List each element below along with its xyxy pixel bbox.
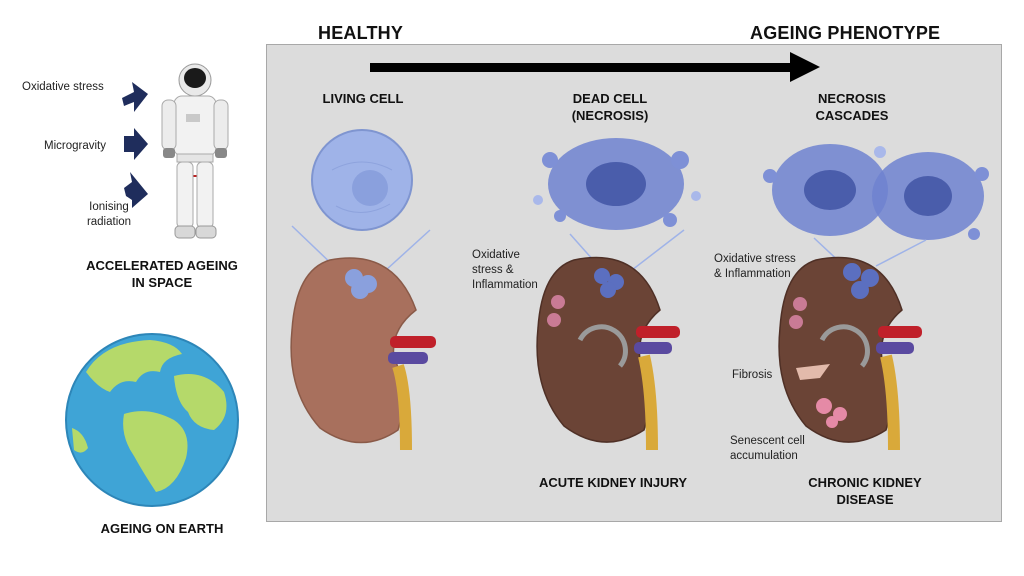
stressor-microgravity-label: Microgravity [44, 140, 106, 152]
axis-end-label: AGEING PHENOTYPE [750, 23, 941, 43]
necrotic-cell-icon [533, 138, 701, 230]
stage-1-illustration [290, 129, 436, 451]
stage-3-note-fibrosis: Fibrosis [732, 369, 773, 381]
earth-globe-icon [65, 333, 239, 507]
astronaut-icon [161, 63, 229, 239]
cell-icon [311, 129, 413, 231]
kidney-icon [290, 257, 436, 451]
stressor-oxidative-label: Oxidative stress [22, 81, 104, 93]
diseased-kidney-icon [778, 256, 922, 451]
stage-3-caption: CHRONIC KIDNEY DISEASE [808, 475, 922, 507]
stage-2-illustration [533, 138, 701, 451]
stage-3-note-senescent: Senescent cell accumulation [730, 435, 805, 462]
necrosis-cascade-icon [763, 144, 989, 240]
stressor-arrow-microgravity [124, 128, 148, 160]
stage-3-note-oxidative: Oxidative stress & Inflammation [714, 253, 796, 280]
stressor-arrow-oxidative [122, 82, 148, 112]
damaged-kidney-icon [536, 256, 680, 451]
stage-3-illustration [763, 144, 989, 451]
progression-arrow [370, 52, 820, 82]
stage-2-caption: ACUTE KIDNEY INJURY [538, 475, 688, 490]
stressor-arrows [122, 82, 148, 208]
stage-2-title: DEAD CELL (NECROSIS) [571, 91, 649, 123]
stressor-radiation-label: Ionising radiation [86, 201, 132, 228]
stage-3-title: NECROSIS CASCADES [815, 91, 889, 123]
axis-start-label: HEALTHY [318, 23, 404, 43]
stage-1-title: LIVING CELL [322, 91, 404, 106]
earth-ageing-caption: AGEING ON EARTH [100, 521, 224, 536]
stressor-arrow-radiation [124, 172, 148, 208]
space-ageing-caption: ACCELERATED AGEING IN SPACE [86, 258, 238, 290]
stage-2-note-oxidative: Oxidative stress & Inflammation [472, 249, 538, 291]
